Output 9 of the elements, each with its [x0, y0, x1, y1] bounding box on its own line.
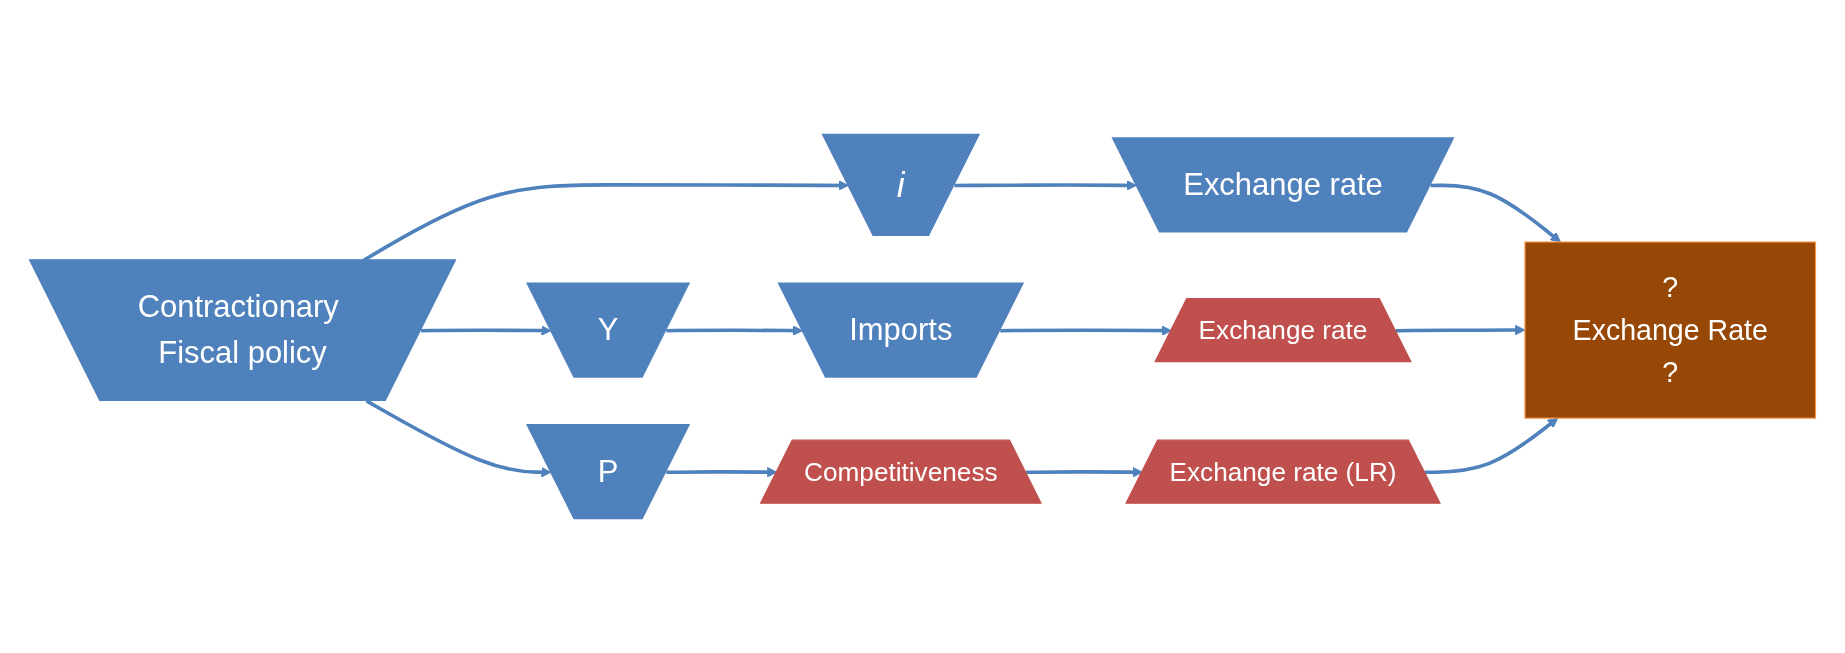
arrow	[421, 325, 552, 336]
arrow	[1430, 183, 1561, 243]
arrow	[1000, 325, 1172, 336]
arrow	[954, 180, 1137, 191]
arrow	[666, 325, 803, 336]
arrow	[666, 466, 778, 478]
node-box: ? Exchange Rate ?	[1524, 241, 1817, 419]
arrow	[1424, 417, 1559, 475]
arrow	[1025, 466, 1143, 478]
